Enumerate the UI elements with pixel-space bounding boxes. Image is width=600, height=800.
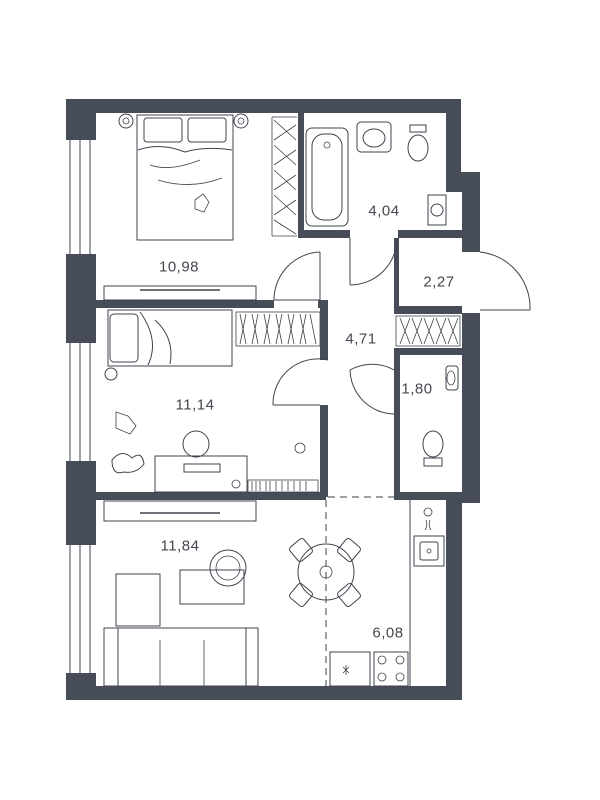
- bathroom-fixtures: [305, 121, 447, 227]
- toilet-fixtures: [422, 365, 459, 467]
- living-room-area: 11,84: [160, 537, 200, 555]
- doors: [272, 237, 531, 415]
- wardrobe-area: 2,27: [423, 273, 455, 291]
- living-room-furniture: [103, 500, 259, 687]
- toilet-area: 1,80: [401, 380, 433, 398]
- windows: [66, 140, 96, 673]
- zone-separators: [325, 496, 394, 686]
- hall-wardrobe: [395, 315, 461, 347]
- bedroom-2-furniture: [104, 309, 321, 493]
- bedroom-1-furniture: [103, 113, 297, 301]
- hall-area: 4,71: [345, 330, 377, 348]
- bedroom-1-area: 10,98: [158, 258, 200, 276]
- bathroom-area: 4,04: [368, 202, 400, 220]
- interior-walls: [96, 113, 462, 500]
- bedroom-2-area: 11,14: [175, 396, 215, 414]
- kitchen-area: 6,08: [372, 624, 404, 642]
- kitchen-furniture: [289, 500, 445, 687]
